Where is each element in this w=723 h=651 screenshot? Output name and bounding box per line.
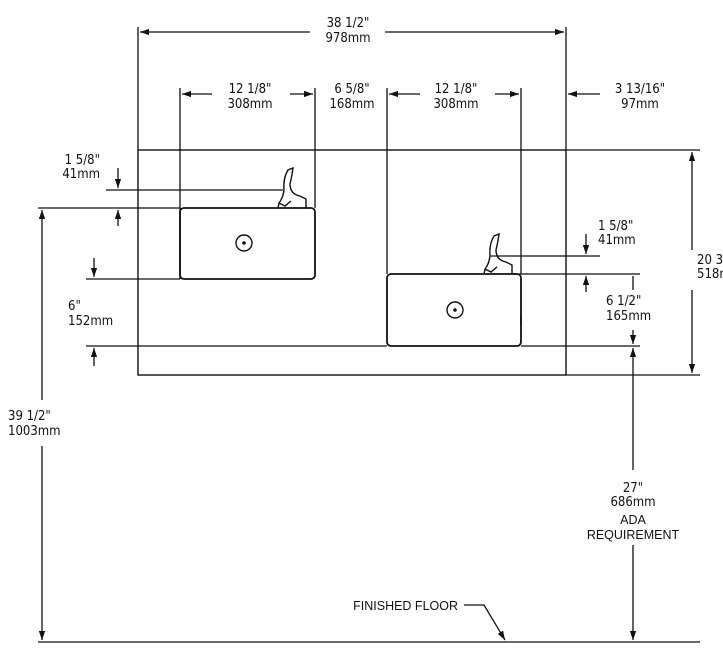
right-bubbler-height-metric: 41mm xyxy=(598,233,636,248)
left-bubbler-height-imperial: 1 5/8" xyxy=(65,153,100,168)
ada-requirement-label: REQUIREMENT xyxy=(587,528,680,542)
dimension-labels: 38 1/2" 978mm 12 1/8" 308mm 6 5/8" 168mm… xyxy=(8,16,723,613)
center-gap-imperial: 6 5/8" xyxy=(334,82,369,97)
spout-from-floor-metric: 1003mm xyxy=(8,424,61,439)
right-bowl-width-metric: 308mm xyxy=(433,97,478,112)
left-bubbler-height-metric: 41mm xyxy=(62,167,100,182)
overall-width-imperial: 38 1/2" xyxy=(327,16,370,31)
spout-from-floor-imperial: 39 1/2" xyxy=(8,409,51,424)
right-bowl-width-imperial: 12 1/8" xyxy=(435,82,478,97)
overall-width-metric: 978mm xyxy=(325,31,370,46)
right-bubbler-height-imperial: 1 5/8" xyxy=(598,219,633,234)
finished-floor-label: FINISHED FLOOR xyxy=(353,599,458,613)
rim-from-floor-metric: 686mm xyxy=(610,495,655,510)
left-drain-icon xyxy=(235,234,253,252)
left-basin xyxy=(179,207,316,280)
ada-label: ADA xyxy=(620,513,646,527)
overall-height-imperial: 20 3/8" xyxy=(697,253,723,268)
left-bubbler-icon xyxy=(277,166,307,209)
right-drain-icon xyxy=(446,301,464,319)
dimension-lines xyxy=(38,28,696,641)
right-basin xyxy=(386,273,522,347)
right-offset-imperial: 6 1/2" xyxy=(606,294,641,309)
center-gap-metric: 168mm xyxy=(329,97,374,112)
right-side-metric: 97mm xyxy=(621,97,659,112)
left-offset-metric: 152mm xyxy=(68,314,113,329)
back-panel xyxy=(137,149,567,376)
overall-height-metric: 518mm xyxy=(697,267,723,282)
fountain-unit xyxy=(137,149,567,376)
left-bowl-width-metric: 308mm xyxy=(227,97,272,112)
right-bubbler-icon xyxy=(483,232,513,275)
right-side-imperial: 3 13/16" xyxy=(615,82,665,97)
left-bowl-width-imperial: 12 1/8" xyxy=(229,82,272,97)
left-offset-imperial: 6" xyxy=(68,299,81,314)
right-offset-metric: 165mm xyxy=(606,309,651,324)
rim-from-floor-imperial: 27" xyxy=(623,481,643,496)
